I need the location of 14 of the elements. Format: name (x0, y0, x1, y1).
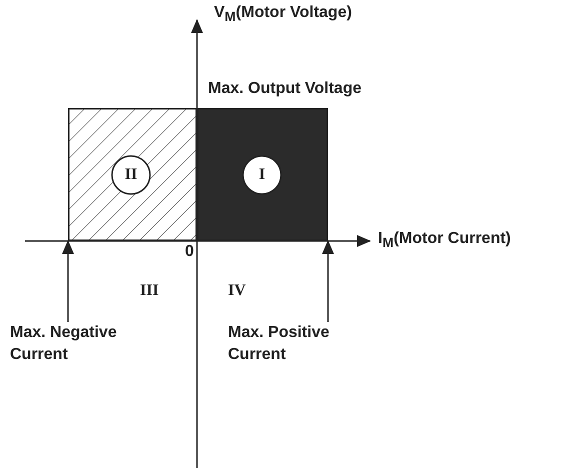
quadrant-circle: I (242, 155, 282, 195)
quadrant-label: III (140, 282, 159, 300)
arrow (62, 240, 74, 322)
arrow (322, 240, 334, 322)
axis-label: V$_{M}$(Motor Voltage) (214, 4, 352, 24)
annotation-text: Max. Positive Current (228, 322, 378, 366)
annotation-text: Max. Negative Current (10, 322, 150, 366)
quadrant-circle: II (111, 155, 151, 195)
origin-label: 0 (185, 243, 194, 261)
hatched-region (68, 108, 197, 241)
quadrant-label: IV (228, 282, 246, 300)
filled-region (197, 108, 328, 241)
axis-label: I$_{M}$(Motor Current) (378, 230, 511, 250)
limit-label: Max. Output Voltage (208, 80, 362, 98)
